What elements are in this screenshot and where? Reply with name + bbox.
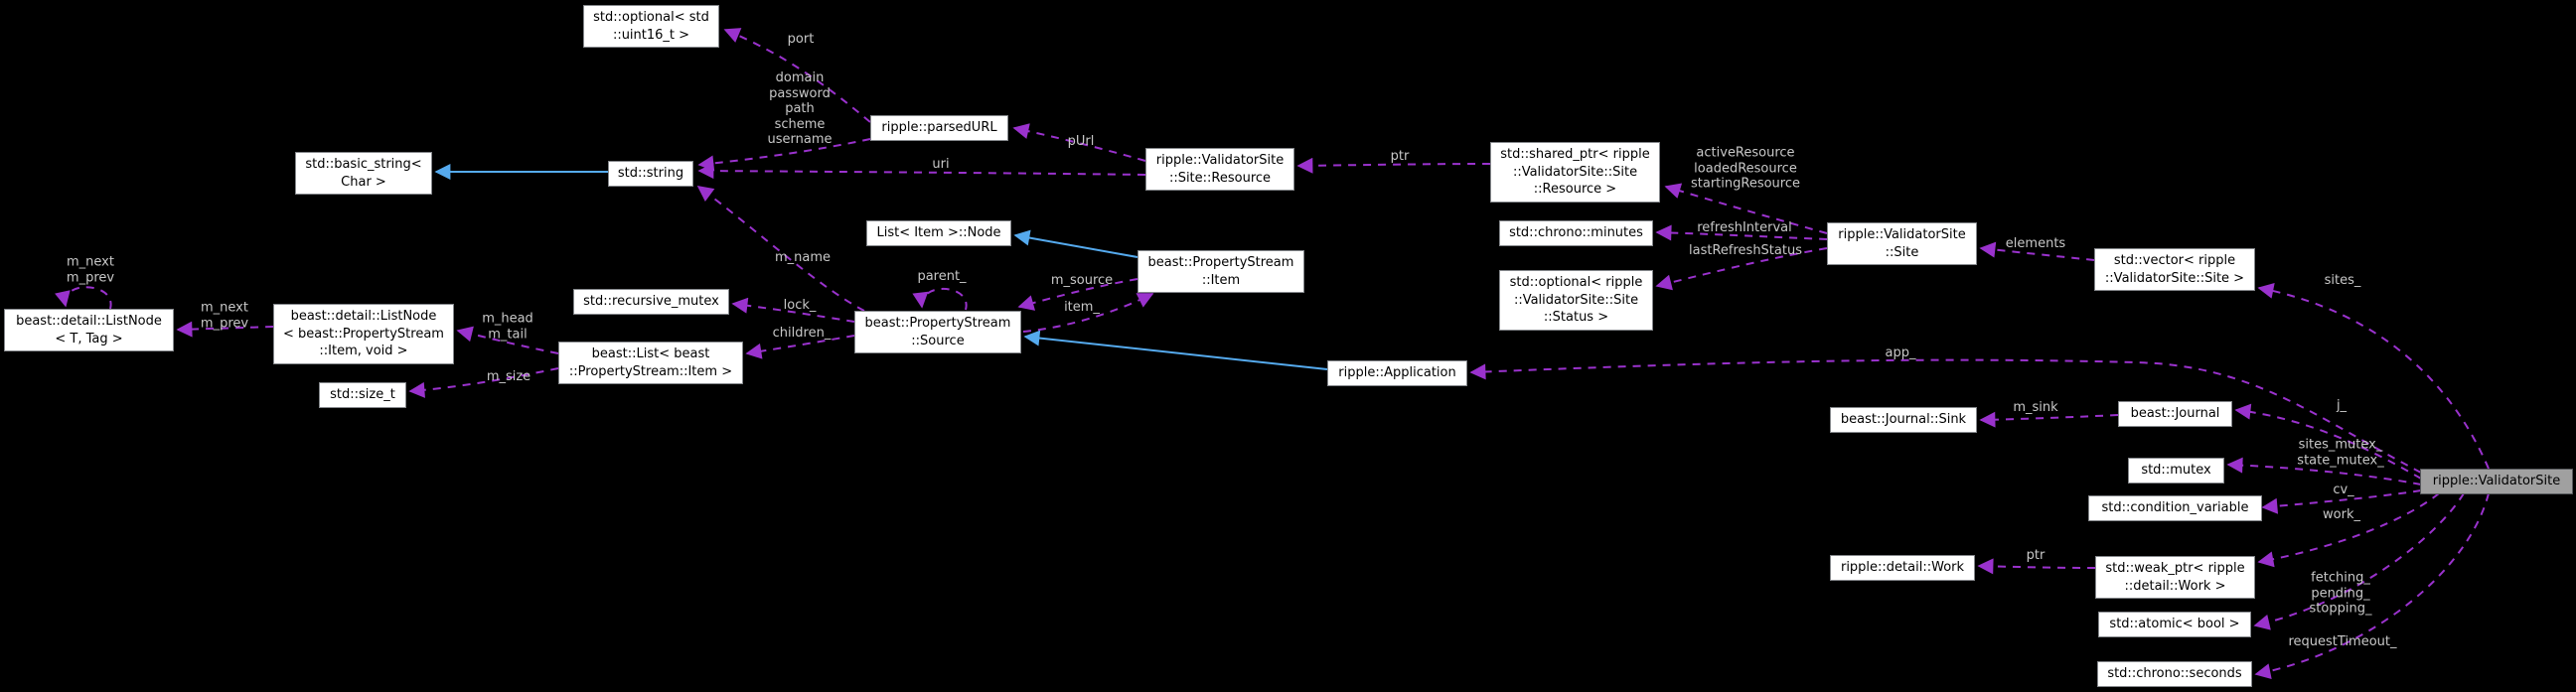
- edge-label-flags: fetching_ pending_ stopping_: [2309, 570, 2372, 617]
- node-ripple-parsedurl[interactable]: ripple::parsedURL: [870, 115, 1008, 141]
- edge-label-url-fields: domain password path scheme username: [767, 70, 833, 148]
- edge-label-purl: pUrl: [1067, 134, 1095, 150]
- node-chrono-minutes[interactable]: std::chrono::minutes: [1499, 220, 1653, 246]
- node-weak-ptr-work[interactable]: std::weak_ptr< ripple ::detail::Work >: [2095, 556, 2255, 600]
- edge-children: [745, 335, 855, 359]
- edge-label-elements: elements: [2005, 236, 2066, 252]
- node-ripple-validatorsite: ripple::ValidatorSite: [2420, 469, 2573, 494]
- edge-label-refresh-interval: refreshInterval: [1697, 220, 1792, 236]
- node-beast-list-item[interactable]: beast::List< beast ::PropertyStream::Ite…: [558, 342, 743, 385]
- edge-ptr-work: [1977, 558, 2096, 575]
- edge-label-m-head-tail: m_head m_tail: [482, 311, 533, 342]
- edge-last-refresh-status: [1655, 247, 1828, 291]
- edge-uri: [697, 163, 1146, 180]
- edge-cv: [2261, 489, 2422, 514]
- edge-flags: [2253, 492, 2465, 630]
- node-propertystream-source[interactable]: beast::PropertyStream ::Source: [854, 311, 1021, 354]
- edge-label-ptr-work: ptr: [2026, 548, 2046, 564]
- edge-sites: [2257, 282, 2490, 470]
- edge-label-m-next-prev: m_next m_prev: [200, 300, 249, 331]
- edge-label-mutexes: sites_mutex_ state_mutex_: [2297, 437, 2384, 468]
- edge-label-parent: parent_: [917, 269, 967, 285]
- edge-label-request-timeout: requestTimeout_: [2288, 634, 2397, 650]
- node-validatorsite-site[interactable]: ripple::ValidatorSite ::Site: [1827, 222, 1977, 266]
- edge-label-app: app_: [1885, 346, 1916, 361]
- edge-mutexes: [2226, 457, 2422, 485]
- node-list-item-node[interactable]: List< Item >::Node: [866, 220, 1011, 246]
- node-listnode-t-tag[interactable]: beast::detail::ListNode < T, Tag >: [4, 309, 174, 352]
- edge-m-next-prev: [176, 321, 274, 338]
- edge-site-resources: [1664, 183, 1828, 234]
- node-beast-journal[interactable]: beast::Journal: [2118, 401, 2232, 427]
- edge-port: [723, 28, 871, 123]
- edge-item-listnode: [1013, 229, 1138, 258]
- edge-label-j: j_: [2336, 398, 2348, 414]
- edge-m-name: [696, 186, 865, 312]
- edge-ptr-resource: [1296, 157, 1491, 174]
- node-condition-variable[interactable]: std::condition_variable: [2088, 495, 2262, 521]
- edge-m-sink: [1979, 411, 2119, 428]
- edge-m-head-tail: [456, 326, 559, 354]
- edge-label-uri: uri: [932, 157, 950, 173]
- edge-label-work: work_: [2323, 507, 2360, 523]
- node-vector-site[interactable]: std::vector< ripple ::ValidatorSite::Sit…: [2094, 248, 2255, 292]
- edge-label-site-resources: activeResource loadedResource startingRe…: [1691, 145, 1800, 192]
- node-atomic-bool[interactable]: std::atomic< bool >: [2098, 612, 2251, 637]
- node-shared-ptr-resource[interactable]: std::shared_ptr< ripple ::ValidatorSite:…: [1490, 142, 1660, 203]
- node-ripple-application[interactable]: ripple::Application: [1327, 360, 1467, 386]
- node-site-resource[interactable]: ripple::ValidatorSite ::Site::Resource: [1145, 148, 1294, 192]
- node-std-optional-uint16[interactable]: std::optional< std ::uint16_t >: [583, 5, 719, 49]
- edge-m-source: [1017, 278, 1138, 311]
- edge-item: [1022, 293, 1154, 333]
- edge-label-m-source: m_source: [1050, 273, 1114, 289]
- edge-parent-self: [912, 287, 968, 311]
- edge-label-m-next-prev-self: m_next m_prev: [66, 254, 115, 285]
- node-listnode-item-void[interactable]: beast::detail::ListNode < beast::Propert…: [273, 304, 454, 364]
- edge-label-last-refresh-status: lastRefreshStatus: [1689, 243, 1802, 259]
- node-std-basic-string[interactable]: std::basic_string< Char >: [295, 152, 432, 196]
- edge-work: [2257, 492, 2440, 568]
- edge-label-ptr-resource: ptr: [1390, 149, 1410, 165]
- edge-request-timeout: [2254, 492, 2490, 680]
- edge-label-cv: cv_: [2333, 483, 2354, 498]
- edge-label-m-size: m_size: [486, 369, 531, 385]
- edge-label-sites: sites_: [2324, 273, 2361, 289]
- node-chrono-seconds[interactable]: std::chrono::seconds: [2097, 661, 2252, 687]
- node-ripple-detail-work[interactable]: ripple::detail::Work: [1830, 555, 1975, 581]
- edge-label-m-sink: m_sink: [2013, 400, 2058, 416]
- edge-m-next-prev-self: [55, 286, 112, 310]
- edge-label-children: children_: [772, 326, 832, 342]
- node-optional-status[interactable]: std::optional< ripple ::ValidatorSite::S…: [1499, 270, 1653, 331]
- edge-label-m-name: m_name: [774, 250, 832, 266]
- edge-lock: [731, 297, 855, 323]
- edge-label-item: item_: [1064, 300, 1100, 316]
- edge-application-source: [1023, 330, 1328, 370]
- node-journal-sink[interactable]: beast::Journal::Sink: [1830, 407, 1977, 433]
- node-size-t[interactable]: std::size_t: [319, 382, 406, 408]
- edge-refresh-interval: [1655, 224, 1828, 241]
- node-std-mutex[interactable]: std::mutex: [2128, 458, 2224, 484]
- edge-m-size: [408, 367, 559, 398]
- node-propertystream-item[interactable]: beast::PropertyStream ::Item: [1137, 250, 1304, 294]
- edge-label-lock: lock_: [783, 298, 817, 314]
- edge-app: [1469, 358, 2422, 474]
- edge-purl: [1012, 123, 1146, 162]
- node-recursive-mutex[interactable]: std::recursive_mutex: [573, 289, 729, 315]
- edge-label-port: port: [787, 32, 815, 48]
- node-std-string[interactable]: std::string: [608, 161, 693, 187]
- edge-url-fields: [697, 138, 871, 172]
- edge-j: [2234, 403, 2422, 480]
